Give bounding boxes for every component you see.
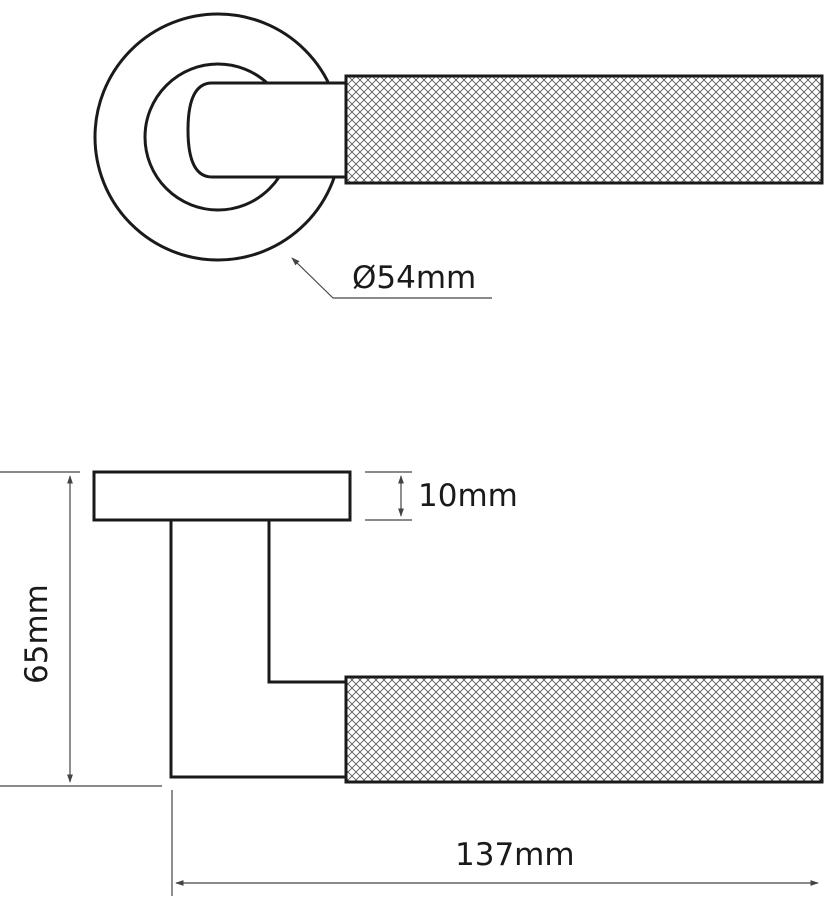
diameter-leader-line <box>291 257 334 299</box>
knurled-lever-top <box>344 74 824 185</box>
rose-thickness-label: 10mm <box>418 478 518 514</box>
overall-length-label: 137mm <box>455 837 575 873</box>
rose-diameter-label: Ø54mm <box>352 260 476 296</box>
side-view: 10mm 65mm 137mm <box>0 470 824 896</box>
knurled-lever-side <box>344 675 824 784</box>
overall-length-dimension <box>171 790 819 896</box>
rose-plate-side <box>92 470 352 522</box>
projection-dimension <box>0 471 162 787</box>
lever-neck-top <box>186 81 346 179</box>
top-view: Ø54mm <box>93 12 824 299</box>
projection-label: 65mm <box>19 584 55 684</box>
rose-thickness-dimension <box>365 471 412 521</box>
lever-neck-side <box>169 520 346 779</box>
